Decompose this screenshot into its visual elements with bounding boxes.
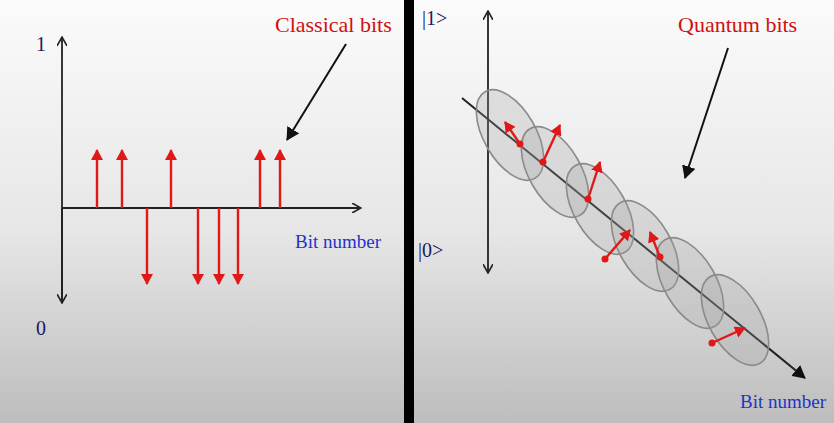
panel-title: Quantum bits (678, 14, 797, 36)
axis-label: Bit number (295, 232, 381, 251)
bloch-circles (462, 79, 782, 377)
state-label: |1> (422, 8, 447, 28)
classical-bit-arrows (97, 150, 280, 284)
left-panel (0, 0, 404, 423)
quantum-axes (462, 12, 805, 378)
pointer-arrow (685, 48, 728, 178)
panel-title: Classical bits (275, 14, 392, 36)
classical-axes (62, 38, 360, 302)
axis-value: 1 (36, 34, 46, 54)
qubit-arrows (505, 122, 745, 347)
axis-value: 0 (36, 318, 46, 338)
state-label: |0> (418, 240, 443, 260)
pointer-arrow (287, 44, 346, 140)
axis-label: Bit number (740, 392, 826, 411)
